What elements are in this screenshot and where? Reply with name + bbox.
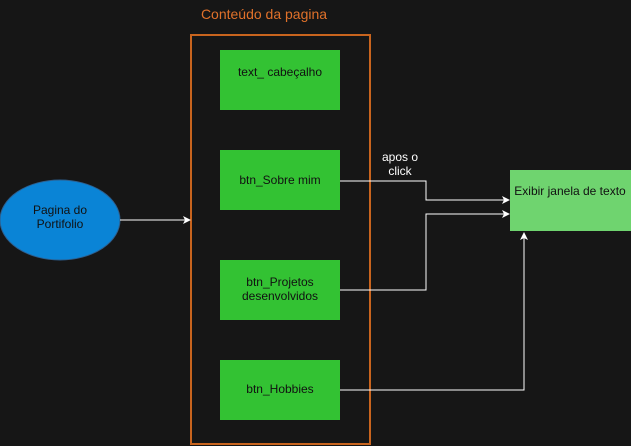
projects-button-label-line2: desenvolvidos	[242, 289, 318, 303]
edge-label-line1: apos o	[382, 150, 418, 164]
portfolio-node-label-line1: Pagina do	[33, 203, 87, 217]
projects-to-target-connector	[340, 210, 510, 291]
edge-label-line2: click	[388, 164, 412, 178]
portfolio-node-label-line2: Portifolio	[37, 217, 84, 231]
header-text-box[interactable]	[220, 50, 340, 110]
about-me-button-label: btn_Sobre mim	[239, 173, 320, 187]
hobbies-button[interactable]	[220, 360, 340, 420]
container-title: Conteúdo da pagina	[201, 6, 327, 22]
hobbies-button-label: btn_Hobbies	[246, 382, 313, 396]
text-window-target[interactable]	[510, 170, 631, 231]
projects-button-label-line1: btn_Projetos	[246, 275, 313, 289]
about-me-button[interactable]	[220, 150, 340, 210]
projects-button[interactable]	[220, 260, 340, 320]
text-window-target-label: Exibir janela de texto	[514, 184, 626, 198]
hobbies-to-target-connector	[340, 232, 528, 391]
about-to-target-connector	[340, 180, 510, 204]
page-content-container	[190, 34, 371, 445]
header-text-box-label: text_ cabeçalho	[238, 65, 322, 79]
